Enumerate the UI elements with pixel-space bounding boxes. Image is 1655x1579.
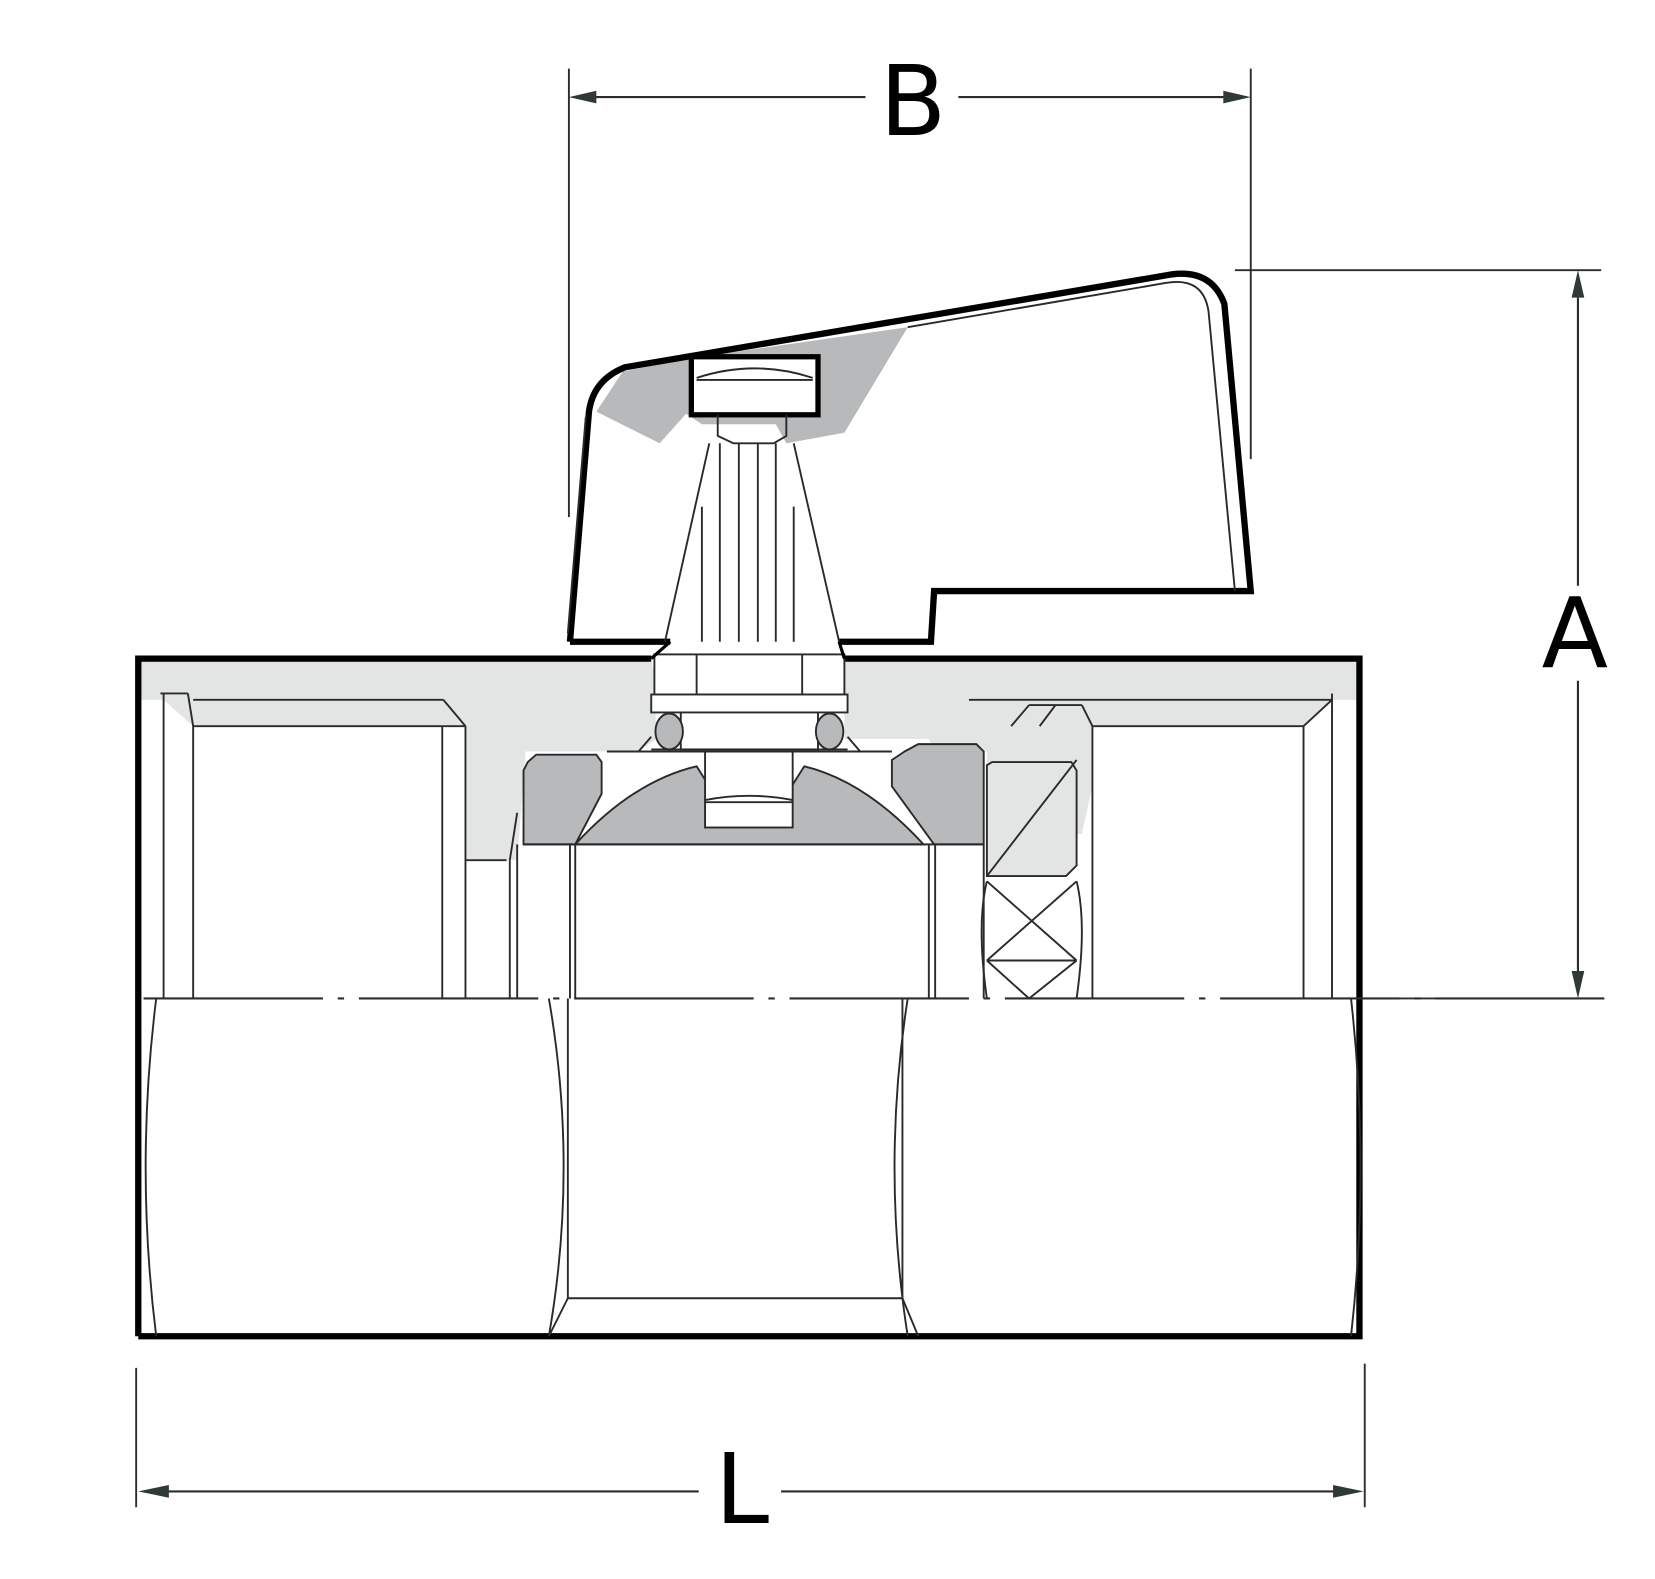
dimension-B: B: [567, 45, 1252, 518]
stem-assembly: [606, 653, 892, 753]
dimension-label-L: L: [715, 1433, 769, 1546]
lever-handle: [566, 270, 1255, 660]
dimension-L: L: [135, 1363, 1366, 1546]
ball-stem-slot: [704, 750, 794, 829]
o-ring-left: [654, 712, 684, 751]
dimension-label-A: A: [1542, 577, 1608, 690]
handle-outline: [566, 270, 1255, 645]
left-port: [160, 692, 519, 999]
left-port-chamfer: [163, 699, 466, 727]
dimension-A: A: [1234, 269, 1608, 1000]
body-top-section-left: [138, 658, 657, 861]
right-port-chamfer: [944, 699, 1333, 727]
right-port: [968, 693, 1333, 999]
body-lower-bore: [144, 998, 1362, 1337]
ball-and-seats: [516, 743, 985, 999]
packing-nut: [980, 704, 1094, 1000]
valve-body: [135, 655, 1605, 1340]
o-ring-right: [814, 712, 845, 751]
dimension-label-B: B: [880, 45, 947, 158]
handle-screw-pocket: [688, 354, 821, 418]
left-seat: [522, 753, 603, 846]
